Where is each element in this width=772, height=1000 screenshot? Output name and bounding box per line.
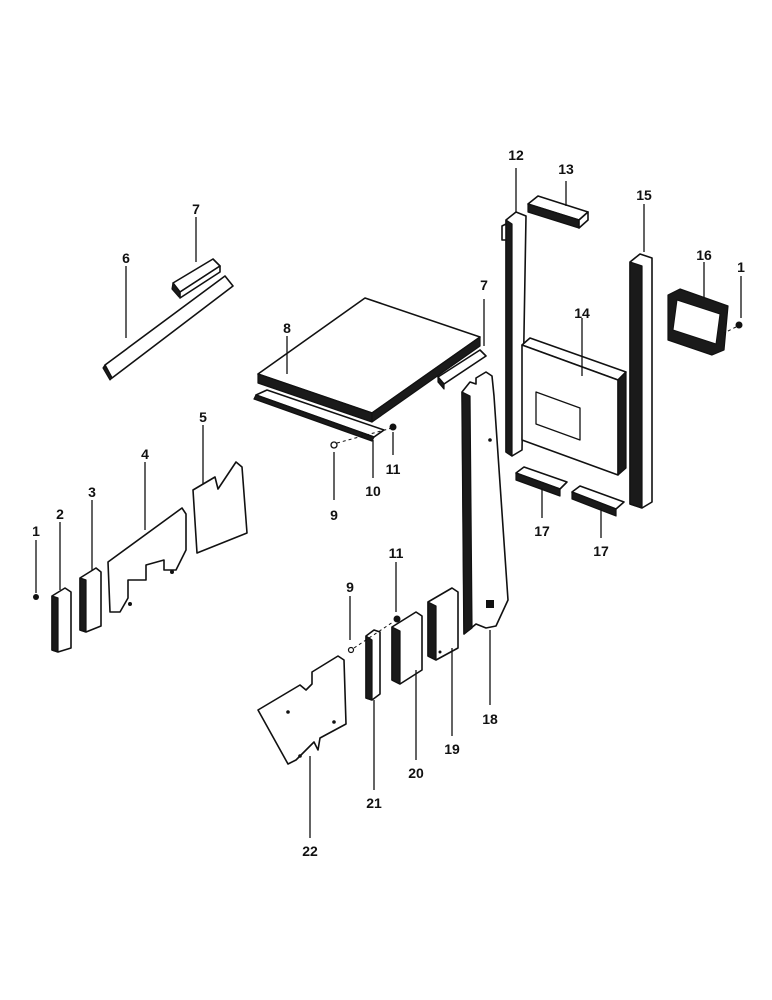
label-22: 22 <box>302 843 318 859</box>
part-19-plate <box>427 587 459 736</box>
label-11-upper: 11 <box>386 461 401 477</box>
part-20-plate <box>391 611 423 760</box>
label-12: 12 <box>508 147 524 163</box>
label-15: 15 <box>636 187 652 203</box>
part-14-window-panel <box>521 318 627 476</box>
part-11-nut-lower <box>353 562 401 649</box>
label-6: 6 <box>122 250 130 266</box>
part-22-bottom-panel <box>257 655 347 838</box>
part-7-block-right <box>437 299 487 390</box>
part-2-angle <box>51 522 72 653</box>
part-6-long-bar <box>102 266 234 381</box>
label-4: 4 <box>141 446 149 462</box>
part-15-tall-post <box>629 204 653 509</box>
label-10: 10 <box>365 483 381 499</box>
part-9-screw-lower <box>347 596 355 654</box>
part-9-screw-upper <box>330 441 338 500</box>
label-1-left: 1 <box>32 523 40 539</box>
label-5: 5 <box>199 409 207 425</box>
part-5-side-panel <box>192 425 248 554</box>
part-8-top-panel <box>257 297 481 423</box>
part-1-screw-right <box>723 276 743 334</box>
part-21-strip <box>365 629 381 790</box>
label-21: 21 <box>366 795 382 811</box>
label-9-upper: 9 <box>330 507 338 523</box>
part-4-panel <box>107 462 187 613</box>
part-7-block-left <box>171 217 221 299</box>
part-1-screw-left <box>33 540 39 600</box>
label-20: 20 <box>408 765 424 781</box>
label-17-a: 17 <box>534 523 550 539</box>
label-2: 2 <box>56 506 64 522</box>
part-13-block <box>527 181 589 229</box>
label-11-lower: 11 <box>389 545 404 561</box>
label-7-left: 7 <box>192 201 200 217</box>
part-11-nut-upper <box>336 423 397 455</box>
part-16-frame <box>667 262 729 356</box>
label-8: 8 <box>283 320 291 336</box>
part-10-strip <box>253 389 385 478</box>
part-labels: 1 2 3 4 5 6 7 8 9 10 11 7 12 13 14 15 16… <box>32 147 745 859</box>
label-19: 19 <box>444 741 460 757</box>
part-17-block-a <box>515 466 568 518</box>
label-13: 13 <box>558 161 574 177</box>
label-9-lower: 9 <box>346 579 354 595</box>
label-17-b: 17 <box>593 543 609 559</box>
part-12-tall-post <box>501 168 527 457</box>
label-14: 14 <box>574 305 590 321</box>
label-1-right: 1 <box>737 259 745 275</box>
label-18: 18 <box>482 711 498 727</box>
label-7-right: 7 <box>480 277 488 293</box>
part-3-block <box>79 500 102 633</box>
part-18-tall-side <box>461 371 509 705</box>
part-17-block-b <box>571 485 625 538</box>
label-16: 16 <box>696 247 712 263</box>
label-3: 3 <box>88 484 96 500</box>
